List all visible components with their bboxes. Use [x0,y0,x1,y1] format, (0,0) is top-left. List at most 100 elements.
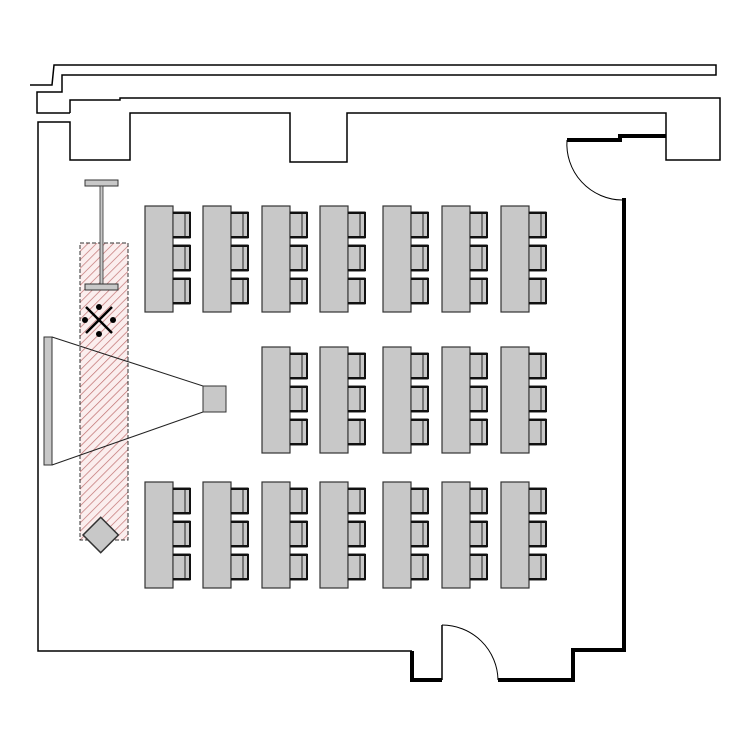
chair [289,211,308,239]
chair [230,487,249,515]
chair [528,487,547,515]
door-swing-bottom [441,624,499,681]
projector [202,385,227,413]
chair [410,244,429,272]
chair [528,277,547,305]
desk-group [441,205,488,313]
chair [230,211,249,239]
chair [289,553,308,581]
chair [410,418,429,446]
whiteboard-rail-stem [99,185,104,285]
chair [289,520,308,548]
desk-group [261,346,308,454]
chair [347,385,366,413]
chair [410,487,429,515]
desk [319,205,349,313]
inner-wall-line [37,97,721,652]
chair [410,553,429,581]
chair [289,418,308,446]
desk [202,205,232,313]
chair [410,277,429,305]
desk [144,205,174,313]
chair [528,244,547,272]
chair [289,352,308,380]
chair [528,211,547,239]
chair [528,553,547,581]
desk [500,346,530,454]
chair [469,211,488,239]
desk-group [319,205,366,313]
chair [410,352,429,380]
desk-group [382,346,429,454]
desk-group [319,481,366,589]
projection-screen [43,336,53,466]
chair [410,520,429,548]
desk [261,481,291,589]
desk [441,205,471,313]
desk [441,481,471,589]
chair [347,487,366,515]
chair [410,211,429,239]
chair [469,385,488,413]
walls [30,64,721,682]
chair [230,244,249,272]
desk [382,481,412,589]
chair [347,244,366,272]
chair [347,520,366,548]
chair [469,520,488,548]
desk-group [382,205,429,313]
desk-group [202,481,249,589]
presentation-area [43,179,227,554]
chair [528,418,547,446]
chair [469,487,488,515]
chair [347,418,366,446]
desk-group [319,346,366,454]
desk [261,346,291,454]
desk-group [261,481,308,589]
desk-group [500,481,547,589]
desk-group [500,346,547,454]
desk-group [202,205,249,313]
desk [319,346,349,454]
chair [347,277,366,305]
desk [500,205,530,313]
chair [347,553,366,581]
desk-group [441,481,488,589]
chair [469,352,488,380]
projection-beam-bottom [51,411,204,466]
stage-area [79,242,129,541]
desk [382,205,412,313]
desk-group [144,205,191,313]
chair [172,520,191,548]
chair [230,277,249,305]
lectern [81,516,120,554]
chair [289,487,308,515]
desk [500,481,530,589]
chair [230,520,249,548]
desk [144,481,174,589]
chair [347,211,366,239]
bold-wall-right [498,198,626,682]
desk [261,205,291,313]
desk-group [382,481,429,589]
chair [528,352,547,380]
bold-wall-top-right [567,134,666,142]
chair [172,244,191,272]
chair [469,553,488,581]
door-swing-top [566,139,623,201]
desk [202,481,232,589]
chair [172,487,191,515]
chair [289,385,308,413]
chair [172,553,191,581]
chair [289,277,308,305]
chair [347,352,366,380]
chair [172,211,191,239]
whiteboard-rail-top [84,179,119,187]
chair [230,553,249,581]
chair [469,277,488,305]
chair [289,244,308,272]
bold-wall-bottom-left [410,651,442,682]
desk-grid [144,205,547,589]
chair [469,418,488,446]
